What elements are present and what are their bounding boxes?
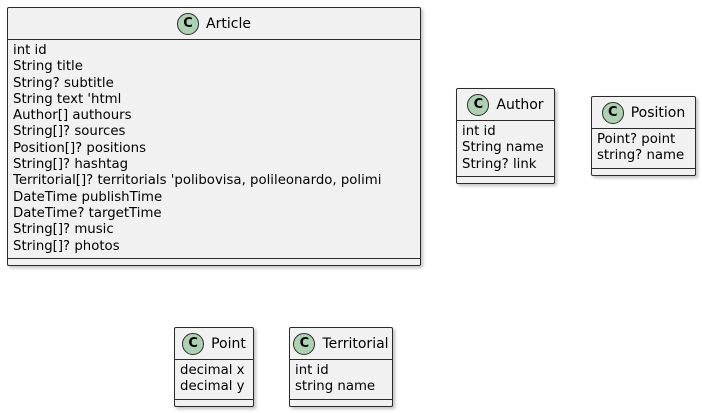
class-name: Point [211,335,246,352]
attribute: int id [295,363,329,378]
class-header: C Territorial [290,328,392,360]
class-stereotype-icon: C [182,332,205,355]
attribute: DateTime? targetTime [13,205,162,221]
class-attributes: Point? point string? name [592,129,695,169]
attribute: decimal y [180,379,245,395]
attribute: Position[]? positions [13,140,147,156]
attribute: int id [462,124,496,139]
attribute: String[]? music [13,222,114,238]
class-point: C Point decimal x decimal y [174,327,254,407]
attribute: String name [462,140,544,156]
attribute: string? name [597,148,685,164]
attribute: Author[] authours [13,108,132,124]
attribute: decimal x [180,363,245,378]
class-name: Position [630,104,686,121]
class-territorial: C Territorial int id string name [289,327,393,407]
class-stereotype-icon: C [293,332,316,355]
attribute: String text 'html [13,91,122,107]
attribute: String? subtitle [13,75,114,91]
class-article: C Article int id String title String? su… [7,7,421,266]
attribute: Territorial[]? territorials 'polibovisa,… [13,173,382,189]
attribute: int id [13,43,47,58]
class-header: C Position [592,97,695,129]
class-methods [290,400,392,406]
attribute: String[]? sources [13,124,126,140]
attribute: Point? point [597,132,676,147]
class-position: C Position Point? point string? name [591,96,696,176]
class-methods [175,400,253,406]
attribute: String title [13,59,83,75]
class-header: C Article [8,8,420,40]
class-attributes: int id string name [290,360,392,400]
class-attributes: int id String name String? link [457,121,554,177]
class-methods [592,169,695,175]
class-stereotype-icon: C [467,93,490,116]
attribute: DateTime publishTime [13,189,163,205]
attribute: string name [295,379,376,395]
class-attributes: int id String title String? subtitle Str… [8,40,420,259]
attribute: String[]? hashtag [13,157,129,173]
class-header: C Point [175,328,253,360]
class-header: C Author [457,89,554,121]
class-author: C Author int id String name String? link [456,88,555,184]
class-name: Territorial [322,335,389,352]
class-methods [8,259,420,265]
attribute: String[]? photos [13,238,120,254]
class-attributes: decimal x decimal y [175,360,253,400]
class-stereotype-icon: C [601,101,624,124]
attribute: String? link [462,156,537,172]
class-name: Article [206,15,251,32]
class-name: Author [496,96,544,113]
class-methods [457,177,554,183]
class-stereotype-icon: C [177,12,200,35]
